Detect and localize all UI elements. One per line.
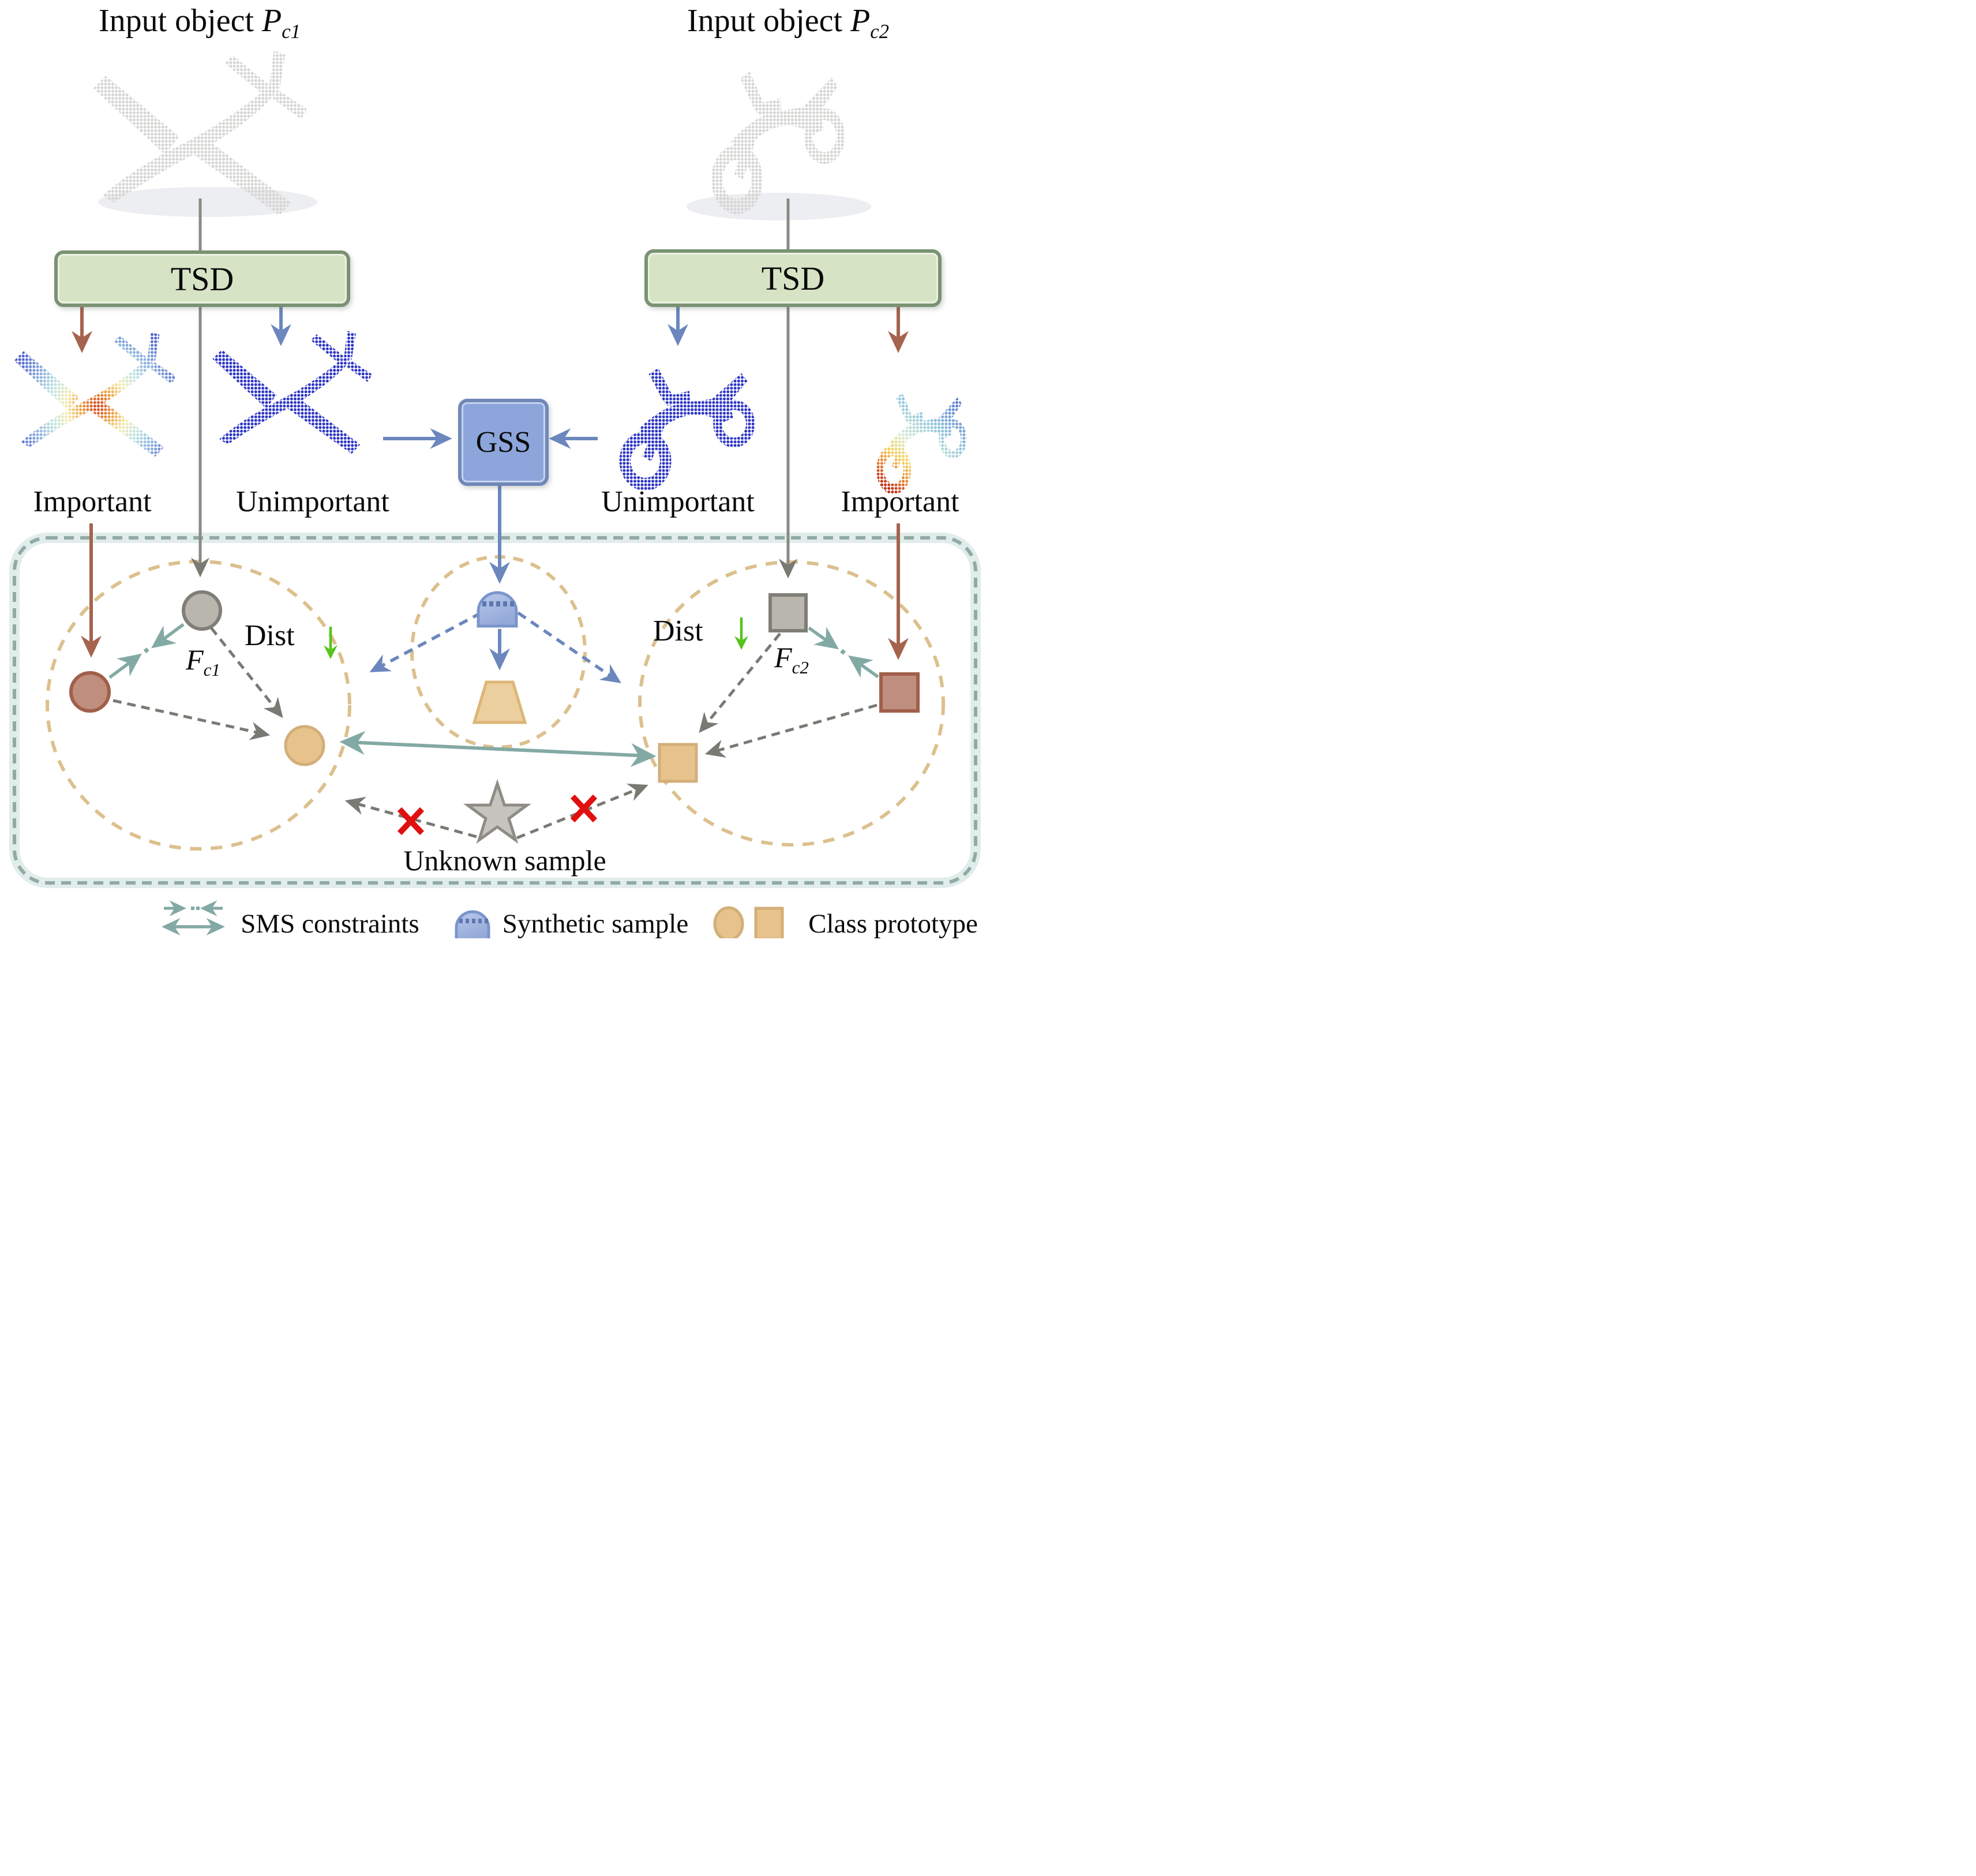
legend-label-sms: SMS constraints [241, 909, 419, 938]
prototype-c2 [658, 743, 698, 783]
feature-node-gray-c2 [768, 593, 808, 632]
input-left-prefix: Input object [98, 3, 263, 39]
feature-node-gray-c1 [182, 590, 222, 631]
branch-label-important-right: Important [841, 485, 959, 518]
input-left-symbol: P [262, 3, 282, 39]
arrow-synthetic-to-c2 [517, 611, 621, 684]
input-right-symbol: P [850, 3, 871, 39]
trapezoid-sample [472, 680, 527, 724]
legend-label-prototype: Class prototype [808, 909, 978, 938]
figure-canvas: Input object Pc1 Input object Pc2 TSD TS… [0, 0, 988, 938]
gss-label: GSS [475, 426, 531, 459]
arrow-redfeat-c1-to-prototype [113, 699, 271, 740]
gss-module: GSS [458, 399, 549, 486]
arrow-grayfeat-c1-to-prototype [210, 627, 283, 718]
synthetic-sample-icon [455, 910, 490, 938]
input-left-subscript: c1 [282, 20, 301, 43]
arrow-redfeat-c2-to-prototype [704, 703, 878, 758]
airplane-pointcloud-important-heatmap [14, 332, 176, 457]
dist-label-right: Dist [653, 614, 711, 648]
diagram-graphics [9, 50, 981, 938]
dist-label-left: Dist [245, 619, 303, 653]
legend-label-synthetic: Synthetic sample [502, 909, 689, 938]
tsd-right-label: TSD [761, 259, 825, 297]
tsd-module-left: TSD [54, 250, 350, 307]
prototype-c1 [284, 725, 325, 766]
branch-label-unimportant-right: Unimportant [601, 485, 755, 518]
cross-icon-left [397, 807, 425, 836]
motorcycle-pointcloud-important-heatmap [876, 393, 967, 495]
input-right-subscript: c2 [870, 20, 890, 43]
motorcycle-pointcloud-unimportant-blue [619, 368, 755, 491]
input-object-title-right: Input object Pc2 [687, 2, 889, 43]
unknown-sample-label: Unknown sample [403, 844, 606, 877]
airplane-pointcloud-unimportant-blue [212, 331, 373, 454]
dist-decrease-arrow-right [734, 617, 748, 650]
feature-space-border [13, 536, 977, 885]
shadow-motorcycle [687, 193, 871, 220]
arrow-grayfeat-c2-to-prototype [699, 632, 781, 733]
sms-constraint-c2 [808, 626, 879, 679]
branch-label-unimportant-left: Unimportant [236, 485, 389, 518]
feature-set-label-c2: Fc2 [774, 641, 809, 677]
synthetic-sample-shape [477, 591, 518, 628]
sms-constraints-icon [162, 900, 225, 936]
feature-node-important-c1 [69, 671, 111, 713]
tsd-module-right: TSD [644, 249, 942, 307]
arrow-synthetic-to-c1 [369, 611, 482, 673]
dist-decrease-arrow-left [324, 627, 338, 659]
input-object-title-left: Input object Pc1 [99, 2, 301, 43]
tsd-left-label: TSD [170, 260, 234, 298]
sms-arrow-between-prototypes [339, 731, 657, 767]
sms-constraint-c1 [108, 623, 185, 679]
arrow-unknown-to-c2 [516, 783, 648, 840]
cross-icon-right [570, 794, 598, 823]
input-right-prefix: Input object [687, 3, 851, 39]
dist-left-text: Dist [245, 619, 295, 652]
feature-set-label-c1: Fc1 [186, 643, 220, 680]
class-prototype-icon [713, 906, 784, 938]
branch-label-important-left: Important [33, 485, 152, 518]
motorcycle-pointcloud-gray [711, 72, 845, 214]
unknown-sample-star [463, 779, 531, 844]
dist-right-text: Dist [653, 615, 703, 647]
feature-node-important-c2 [879, 672, 920, 713]
